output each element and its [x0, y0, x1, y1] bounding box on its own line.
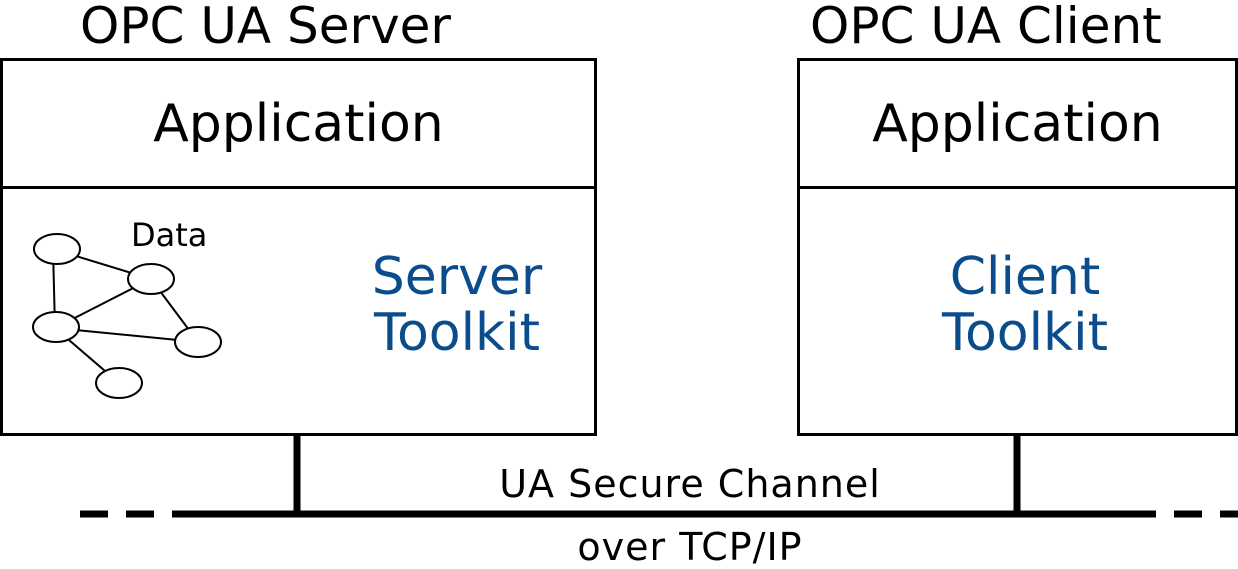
server-box: Application Data Server Toolkit — [0, 58, 597, 436]
data-label: Data — [131, 216, 208, 254]
client-toolkit-line1: Client — [949, 247, 1101, 307]
server-toolkit-line1: Server — [371, 247, 543, 307]
client-toolkit-line2: Toolkit — [942, 303, 1108, 363]
server-toolkit-line2: Toolkit — [374, 303, 540, 363]
graph-node — [95, 367, 143, 399]
data-graph-icon — [32, 233, 222, 399]
server-application-label: Application — [153, 93, 444, 154]
graph-node — [33, 233, 81, 265]
graph-node — [174, 326, 222, 358]
client-toolkit-label: Client Toolkit — [915, 249, 1135, 361]
client-title: OPC UA Client — [810, 0, 1162, 55]
transport-label: over TCP/IP — [577, 525, 803, 569]
server-title: OPC UA Server — [80, 0, 451, 55]
graph-node — [127, 263, 175, 295]
client-application-label: Application — [872, 93, 1163, 154]
client-box: Application Client Toolkit — [797, 58, 1238, 436]
secure-channel-label: UA Secure Channel — [499, 462, 881, 506]
server-application-layer: Application — [3, 61, 594, 189]
graph-node — [32, 311, 80, 343]
server-toolkit-label: Server Toolkit — [347, 249, 567, 361]
client-application-layer: Application — [800, 61, 1235, 189]
